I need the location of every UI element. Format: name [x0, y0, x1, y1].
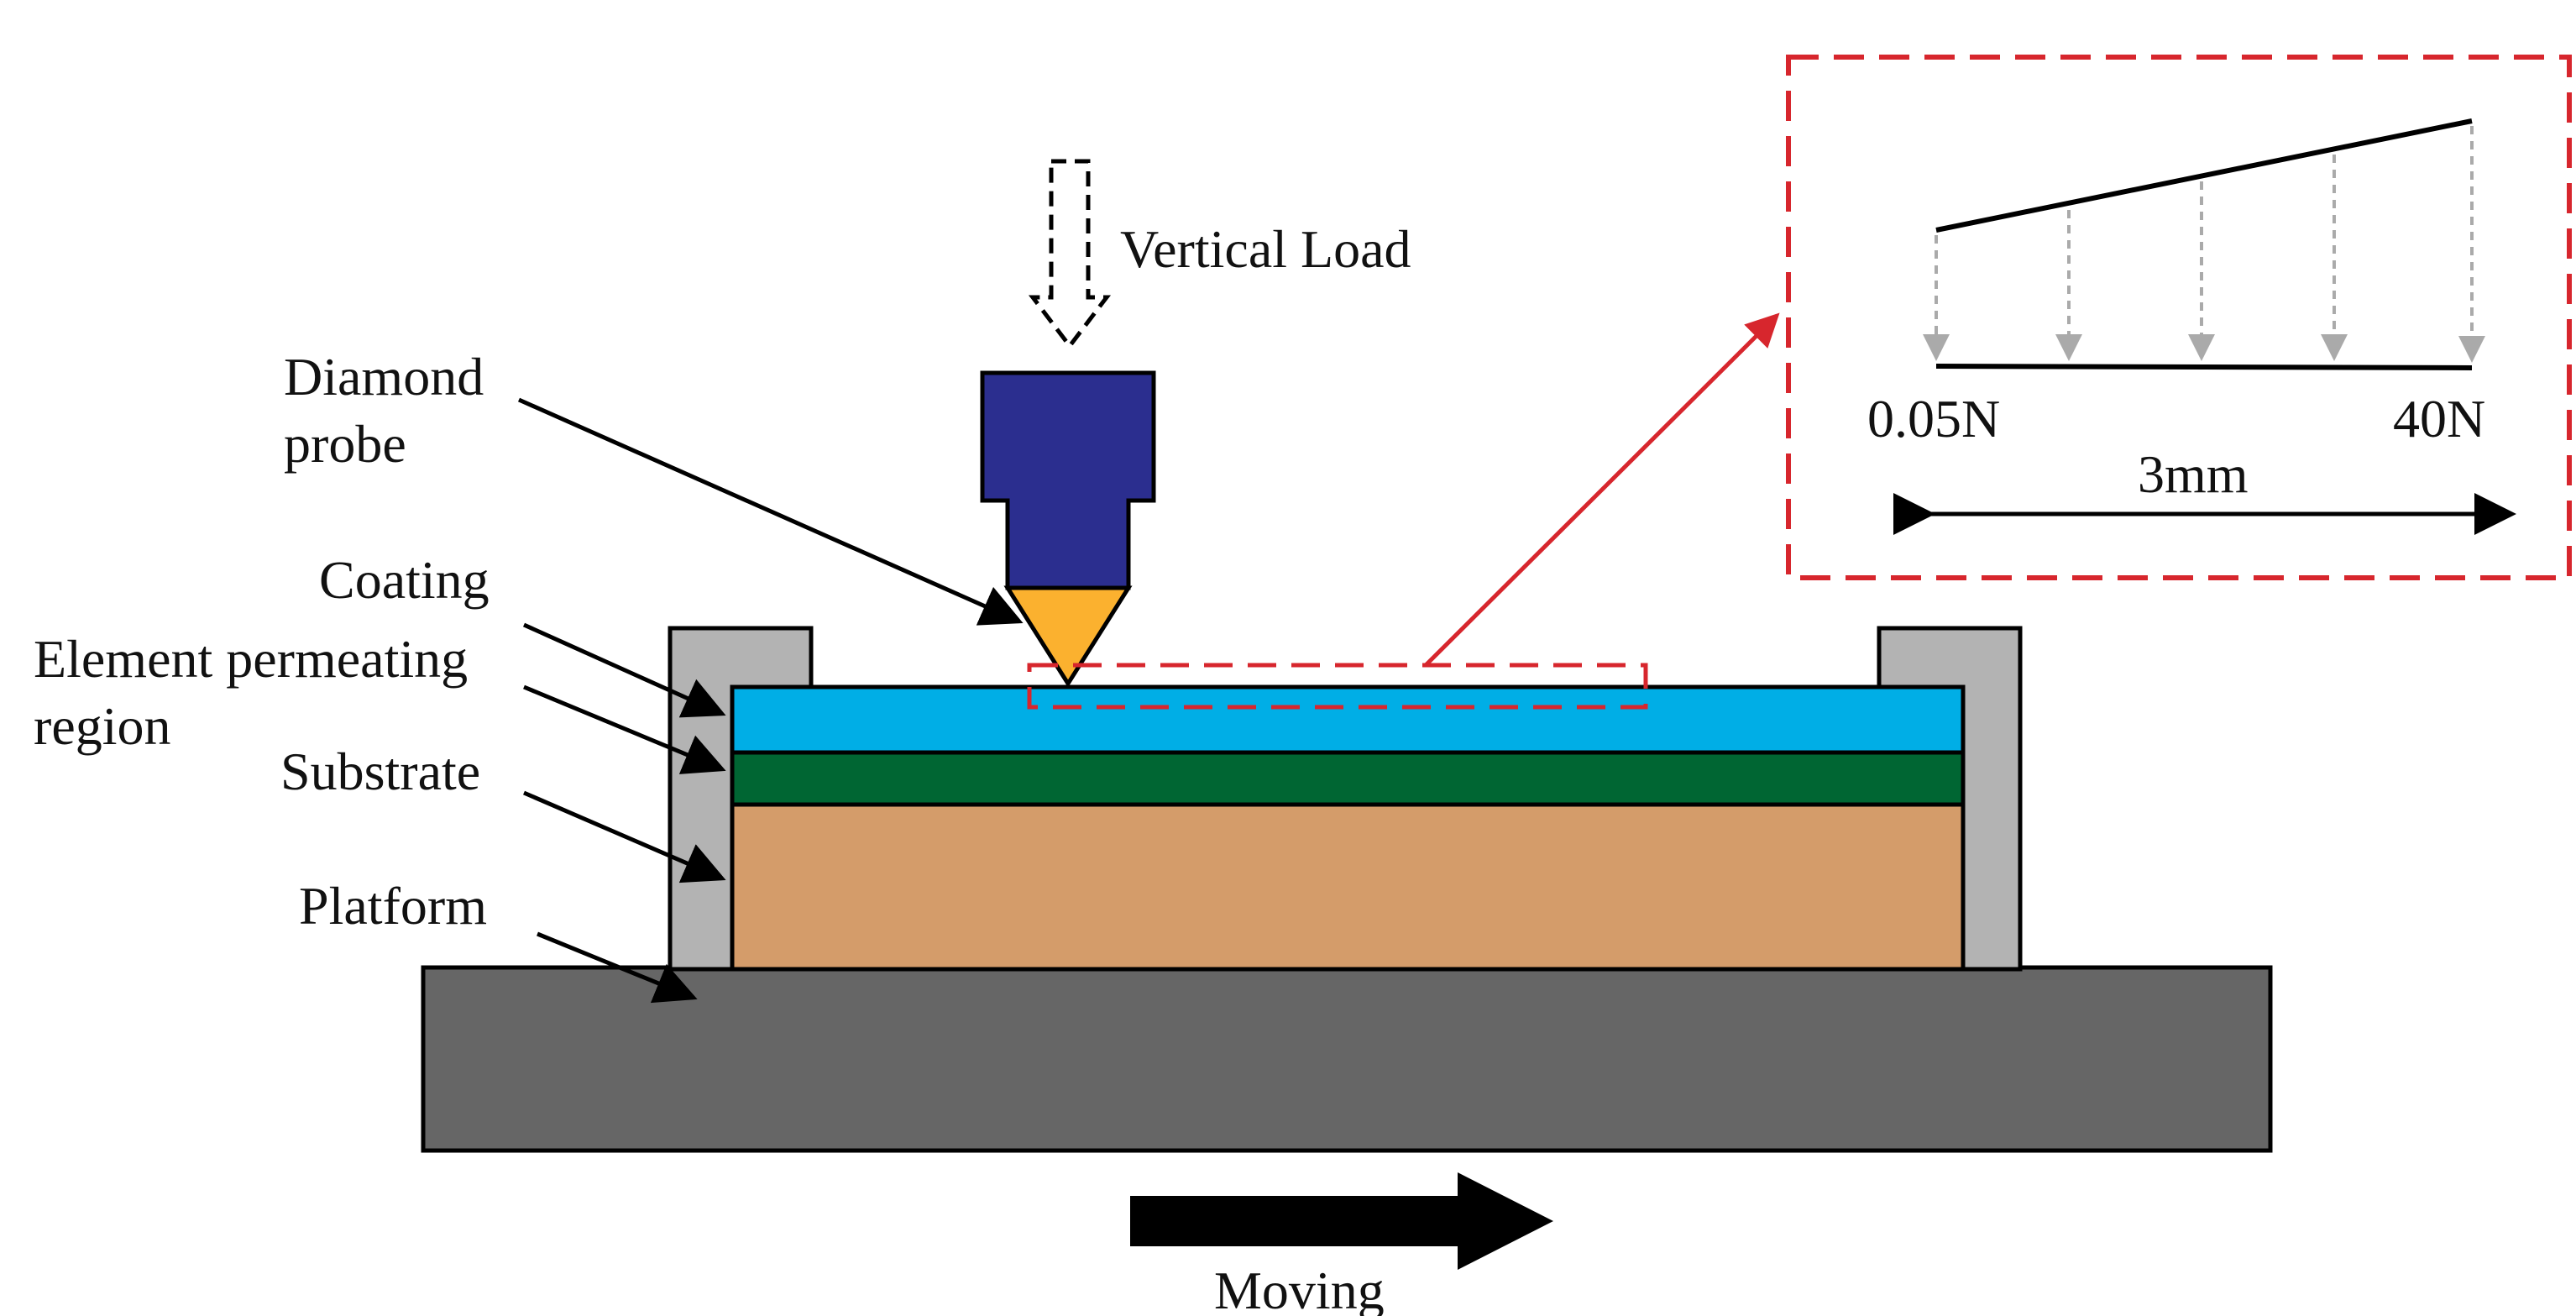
load-profile-line: [1935, 118, 2473, 233]
scratch-baseline: [1935, 364, 2473, 370]
coating-layer: [730, 684, 1966, 755]
moving-label: Moving: [1214, 1261, 1385, 1316]
element-permeating-layer: [730, 750, 1966, 807]
load-inset-box: [1786, 55, 2572, 580]
probe-leader: [517, 397, 1024, 626]
substrate-label: Substrate: [280, 742, 480, 801]
element-region-leader: [523, 684, 726, 774]
diamond-probe-label-line2: probe: [284, 414, 406, 474]
coating-label: Coating: [319, 550, 490, 610]
element-region-label-line2: region: [34, 696, 171, 756]
probe-body: [980, 370, 1156, 590]
vertical-load-label: Vertical Load: [1120, 219, 1411, 279]
element-region-label-line1: Element permeating: [34, 629, 468, 689]
load-arrows: [1923, 126, 2485, 363]
zoom-pointer-line: [1424, 312, 1780, 667]
start-load-label: 0.05N: [1867, 389, 2000, 448]
diamond-probe-label-line1: Diamond: [284, 347, 484, 406]
vertical-load-arrow: [1028, 159, 1112, 350]
coating-leader: [522, 622, 726, 718]
end-load-label: 40N: [2393, 389, 2485, 448]
moving-arrow: [1130, 1172, 1553, 1270]
platform-leader: [537, 931, 698, 1004]
scratch-length-label: 3mm: [2138, 444, 2249, 504]
probe-tip: [1003, 585, 1133, 688]
platform-block: [421, 965, 2273, 1153]
substrate-leader: [523, 790, 726, 883]
scratch-region-box: [1027, 663, 1648, 710]
platform-label: Platform: [299, 876, 487, 936]
substrate-layer: [730, 802, 1966, 972]
